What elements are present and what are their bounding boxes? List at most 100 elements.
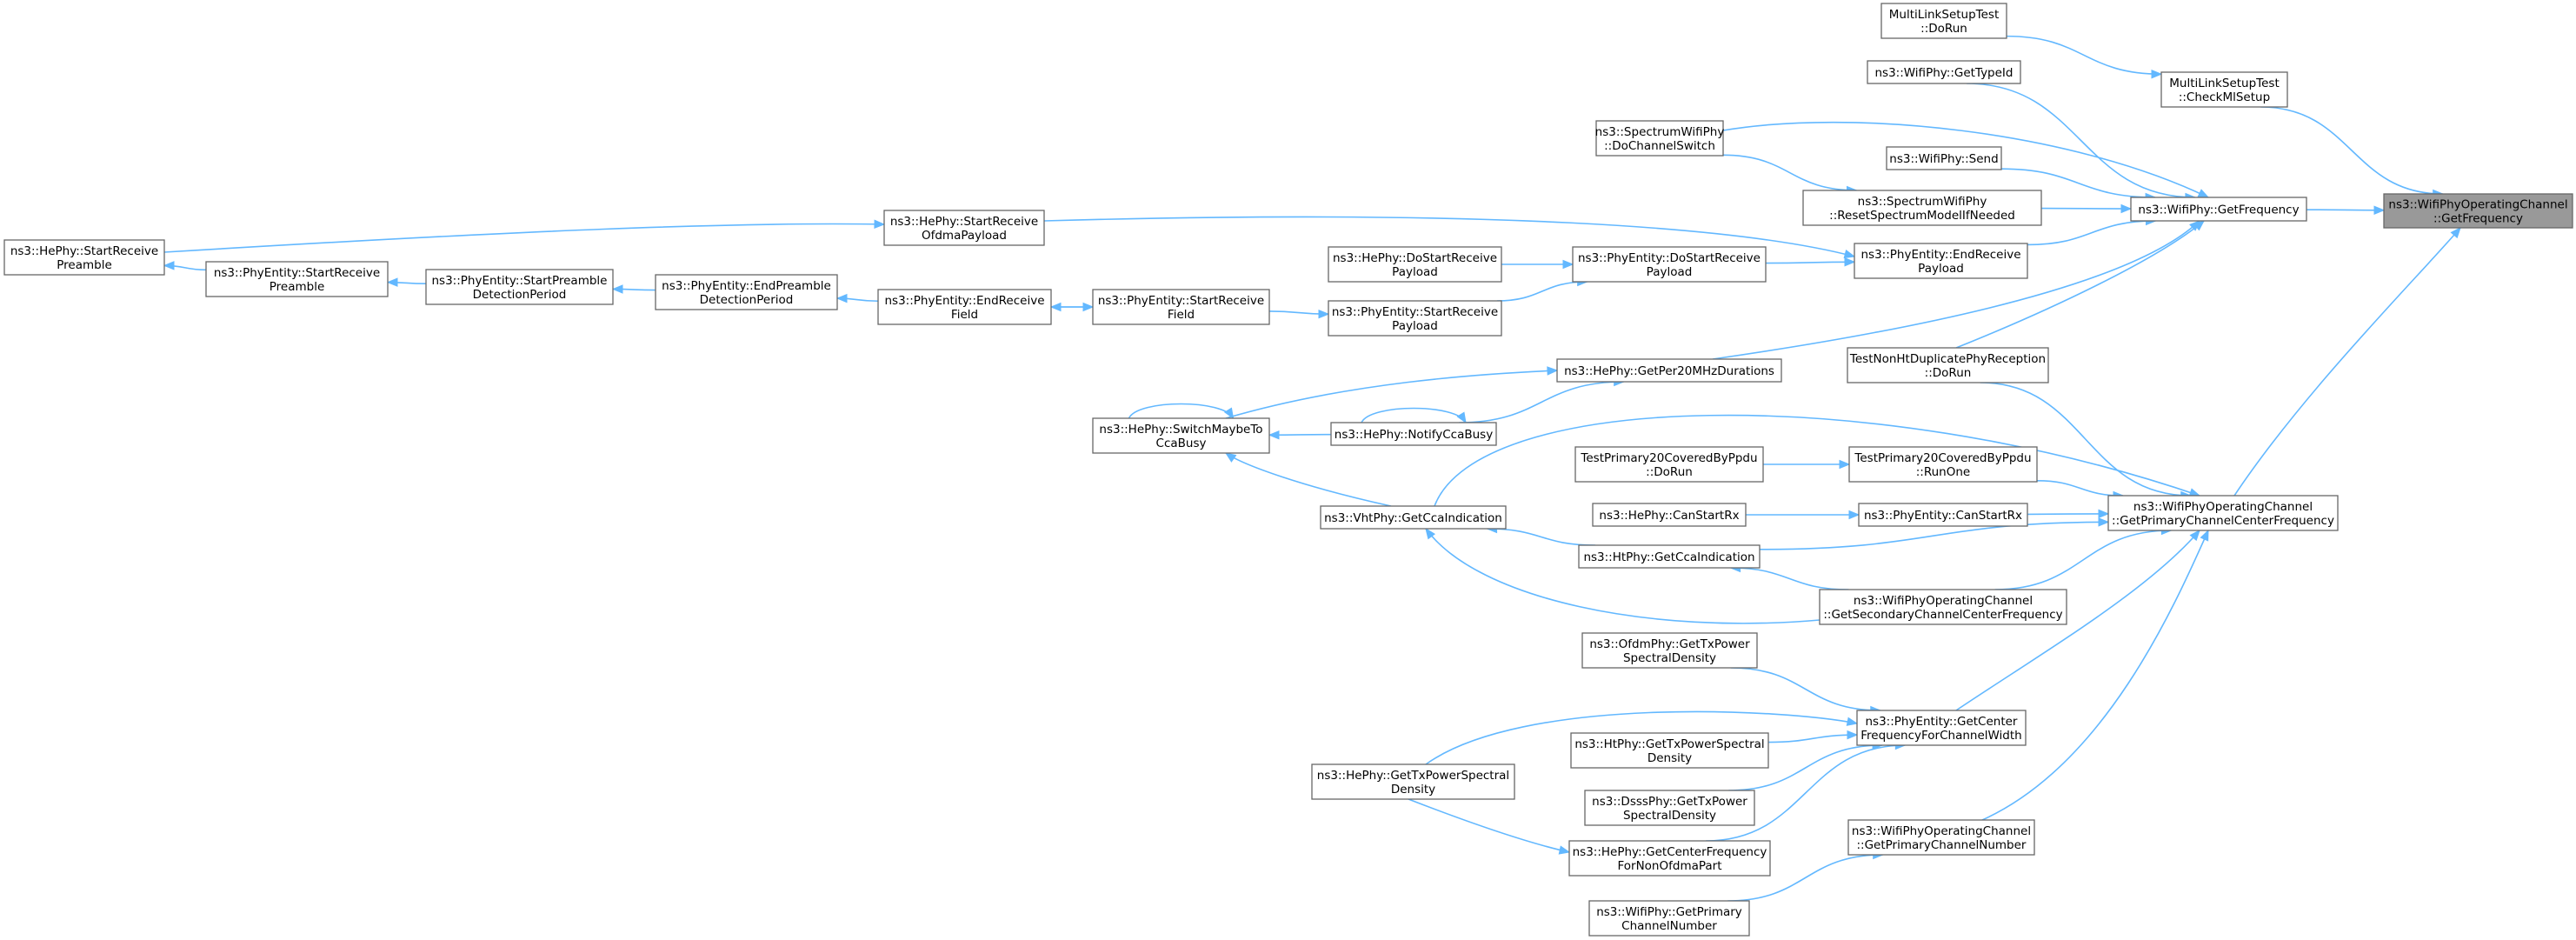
node-mlDoRun[interactable]: MultiLinkSetupTest::DoRun: [1880, 3, 2007, 39]
edge-arrowhead: [2373, 205, 2386, 216]
node-box[interactable]: [1581, 632, 1758, 669]
node-label-line: MultiLinkSetupTest: [1889, 8, 2000, 22]
node-box[interactable]: [205, 261, 389, 297]
node-box[interactable]: [1856, 710, 2027, 746]
node-resetSpectrum[interactable]: ns3::SpectrumWifiPhy::ResetSpectrumModel…: [1802, 190, 2042, 226]
node-box[interactable]: [1328, 246, 1502, 283]
node-notifyCcaBusy[interactable]: ns3::HePhy::NotifyCcaBusy: [1330, 422, 1497, 446]
edge-line: [1225, 370, 1558, 419]
node-getTypeId[interactable]: ns3::WifiPhy::GetTypeId: [1867, 60, 2021, 84]
node-box[interactable]: [1588, 900, 1750, 937]
node-tp20RunOne[interactable]: TestPrimary20CoveredByPpdu::RunOne: [1848, 446, 2038, 483]
node-box[interactable]: [883, 210, 1045, 246]
node-box[interactable]: [3, 239, 165, 276]
node-box[interactable]: [2160, 71, 2288, 108]
node-endPreambleDetection[interactable]: ns3::PhyEntity::EndPreambleDetectionPeri…: [655, 274, 838, 310]
node-box[interactable]: [1854, 243, 2028, 279]
node-box[interactable]: [1328, 300, 1502, 337]
node-getPer20[interactable]: ns3::HePhy::GetPer20MHzDurations: [1556, 358, 1782, 383]
edge-checkMlSetup-to-focus: [2260, 106, 2445, 199]
node-box[interactable]: [1592, 503, 1747, 527]
node-getFrequency[interactable]: ns3::WifiPhy::GetFrequency: [2130, 197, 2307, 222]
node-box[interactable]: [1848, 446, 2038, 483]
node-box[interactable]: [1568, 840, 1771, 877]
node-heCanStartRx[interactable]: ns3::HePhy::CanStartRx: [1592, 503, 1747, 527]
node-box[interactable]: [1574, 446, 1764, 483]
node-box[interactable]: [1330, 422, 1497, 446]
node-checkMlSetup[interactable]: MultiLinkSetupTest::CheckMlSetup: [2160, 71, 2288, 108]
node-send[interactable]: ns3::WifiPhy::Send: [1886, 146, 2002, 170]
edge-line: [1487, 528, 1595, 546]
node-box[interactable]: [1819, 589, 2067, 625]
node-box[interactable]: [1092, 289, 1270, 325]
edge-arrowhead: [2197, 189, 2210, 198]
node-box[interactable]: [1572, 246, 1767, 283]
node-label-line: Density: [1391, 783, 1435, 797]
node-box[interactable]: [425, 269, 614, 305]
node-vhtGetCca[interactable]: ns3::VhtPhy::GetCcaIndication: [1320, 505, 1507, 530]
node-box[interactable]: [1847, 347, 2049, 383]
node-box[interactable]: [1320, 505, 1507, 530]
node-getSecondaryCCF[interactable]: ns3::WifiPhyOperatingChannel::GetSeconda…: [1819, 589, 2067, 625]
node-label-line: ::DoRun: [1646, 465, 1693, 479]
node-box[interactable]: [1847, 819, 2035, 856]
node-getPrimaryChNum[interactable]: ns3::WifiPhyOperatingChannel::GetPrimary…: [1847, 819, 2035, 856]
edge-line: [1728, 744, 1883, 791]
node-htGetCca[interactable]: ns3::HtPhy::GetCcaIndication: [1578, 544, 1761, 569]
node-box[interactable]: [1311, 763, 1515, 800]
node-box[interactable]: [1880, 3, 2007, 39]
node-box[interactable]: [1886, 146, 2002, 170]
node-box[interactable]: [1867, 60, 2021, 84]
node-label-line: ::GetSecondaryChannelCenterFrequency: [1823, 608, 2062, 622]
node-label-line: ForNonOfdmaPart: [1617, 859, 1721, 873]
node-box[interactable]: [877, 289, 1052, 325]
edge-line: [1994, 530, 2172, 590]
node-box[interactable]: [1570, 732, 1769, 769]
node-box[interactable]: [1584, 790, 1755, 826]
edge-arrowhead: [2193, 220, 2206, 231]
node-startPreambleDetection[interactable]: ns3::PhyEntity::StartPreambleDetectionPe…: [425, 269, 614, 305]
node-doChannelSwitch[interactable]: ns3::SpectrumWifiPhy::DoChannelSwitch: [1595, 120, 1725, 157]
node-focus[interactable]: ns3::WifiPhyOperatingChannel::GetFrequen…: [2383, 193, 2573, 229]
node-box[interactable]: [1556, 358, 1782, 383]
edge-line: [2036, 479, 2124, 497]
node-label-line: ns3::WifiPhy::Send: [1889, 152, 1998, 166]
node-tp20DoRun[interactable]: TestPrimary20CoveredByPpdu::DoRun: [1574, 446, 1764, 483]
focus-node-box[interactable]: [2383, 193, 2573, 229]
node-box[interactable]: [1578, 544, 1761, 569]
node-wifiGetPrimaryChNum[interactable]: ns3::WifiPhy::GetPrimaryChannelNumber: [1588, 900, 1750, 937]
node-box[interactable]: [1092, 417, 1270, 454]
node-label-line: ns3::HtPhy::GetCcaIndication: [1583, 550, 1754, 564]
node-label-line: ::RunOne: [1916, 465, 1970, 479]
node-peGetCenterFreq[interactable]: ns3::PhyEntity::GetCenterFrequencyForCha…: [1856, 710, 2027, 746]
node-box[interactable]: [655, 274, 838, 310]
node-box[interactable]: [1595, 120, 1724, 157]
node-heCenterNonOfdma[interactable]: ns3::HePhy::GetCenterFrequencyForNonOfdm…: [1568, 840, 1771, 877]
node-peCanStartRx[interactable]: ns3::PhyEntity::CanStartRx: [1858, 503, 2028, 527]
edge-line: [2006, 35, 2162, 76]
node-box[interactable]: [2130, 197, 2307, 222]
node-nonHtDoRun[interactable]: TestNonHtDuplicatePhyReception::DoRun: [1847, 347, 2049, 383]
node-getPrimaryCCF[interactable]: ns3::WifiPhyOperatingChannel::GetPrimary…: [2107, 495, 2339, 531]
node-label-line: OfdmaPayload: [922, 229, 1007, 243]
edge-htTxPsd-to-peGetCenterFreq: [1767, 730, 1859, 743]
edge-htGetCca-to-getPrimaryCCF: [1759, 517, 2110, 550]
node-box[interactable]: [1802, 190, 2042, 226]
node-box[interactable]: [2107, 495, 2339, 531]
node-box[interactable]: [1858, 503, 2028, 527]
